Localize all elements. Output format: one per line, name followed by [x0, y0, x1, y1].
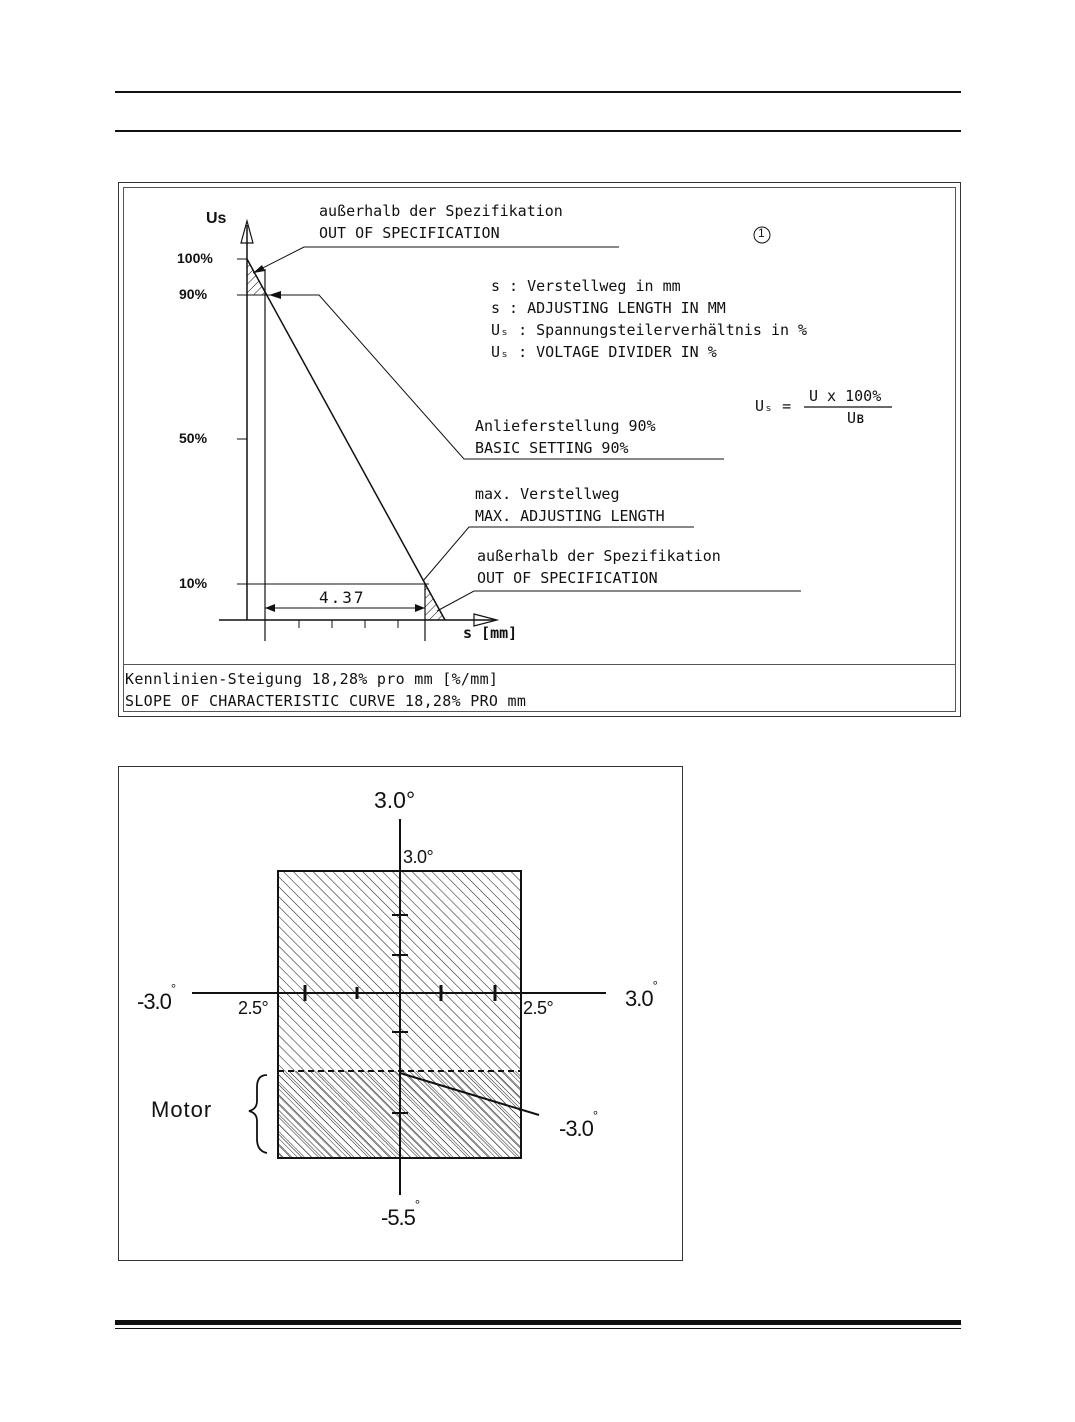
- motor-angle-line: [399, 1072, 540, 1116]
- label-bottom: -5.5°: [381, 1197, 420, 1231]
- motor-angle-label: -3.0°: [559, 1108, 598, 1142]
- formula-denominator: Uʙ: [847, 409, 866, 427]
- legend-line-2: s : ADJUSTING LENGTH IN MM: [491, 299, 726, 317]
- circled-number-ring: [753, 226, 771, 244]
- characteristic-curve-panel: Us 100% 90% 50% 10% s [mm] 1 außerhalb d…: [118, 182, 961, 717]
- note-bottom-en: OUT OF SPECIFICATION: [477, 569, 658, 587]
- label-right-outer: 3.0°: [625, 978, 658, 1012]
- label-right-outer-degree: °: [652, 978, 658, 993]
- label-bottom-value: -5.5: [381, 1205, 416, 1230]
- leader-basic-setting: [269, 294, 724, 460]
- header-rule-top: [115, 91, 961, 93]
- y-axis-label: Us: [206, 210, 227, 227]
- vertical-ticks: [392, 914, 408, 1114]
- legend-line-1: s : Verstellweg in mm: [491, 277, 681, 295]
- x-ticks: [298, 620, 399, 628]
- motor-label: Motor: [151, 1097, 213, 1122]
- caption-en: SLOPE OF CHARACTERISTIC CURVE 18,28% PRO…: [125, 692, 527, 710]
- angle-tolerance-panel: 3.0° 3.0° -3.0° 2.5° 2.5° 3.0° Motor -3.…: [118, 766, 683, 1261]
- dimension-value: 4.37: [319, 588, 366, 607]
- label-bottom-degree: °: [414, 1197, 420, 1212]
- formula-lhs: Uₛ =: [755, 397, 792, 415]
- footer-rule-thick: [115, 1320, 961, 1325]
- y-ticks: [237, 258, 429, 585]
- angle-tolerance-diagram: [192, 819, 606, 1195]
- y-tick-label-50: 50%: [179, 430, 208, 446]
- note-bottom-de: außerhalb der Spezifikation: [477, 547, 721, 565]
- label-top-inner: 3.0°: [403, 847, 434, 867]
- note-top-de: außerhalb der Spezifikation: [319, 202, 563, 220]
- characteristic-curve-diagram: [219, 218, 892, 641]
- motor-angle-degree: °: [592, 1108, 598, 1123]
- footer-rule-thin: [115, 1328, 961, 1329]
- legend-line-3: Uₛ : Spannungsteilerverhältnis in %: [491, 321, 808, 339]
- circled-number: 1: [758, 226, 765, 240]
- formula-numerator: U x 100%: [809, 387, 882, 405]
- leader-max-length: [422, 526, 694, 582]
- label-right-outer-value: 3.0: [625, 986, 654, 1011]
- header-rule-bottom: [115, 130, 961, 132]
- characteristic-line: [246, 258, 446, 621]
- basic-setting-de: Anlieferstellung 90%: [475, 417, 656, 435]
- x-axis-label: s [mm]: [463, 624, 518, 642]
- max-length-en: MAX. ADJUSTING LENGTH: [475, 507, 665, 525]
- inner-frame: [123, 187, 956, 712]
- x-axis-arrow: [473, 613, 500, 627]
- basic-setting-en: BASIC SETTING 90%: [475, 439, 629, 457]
- label-left-outer-degree: °: [170, 981, 176, 996]
- motor-brace: [248, 1074, 268, 1154]
- label-right-inner: 2.5°: [523, 998, 554, 1018]
- label-top-outer: 3.0°: [374, 787, 416, 813]
- label-left-inner: 2.5°: [238, 998, 269, 1018]
- y-axis-arrow: [240, 218, 254, 244]
- label-left-outer-value: -3.0: [137, 989, 172, 1014]
- max-length-de: max. Verstellweg: [475, 485, 620, 503]
- motor-angle-value: -3.0: [559, 1116, 594, 1141]
- note-top-en: OUT OF SPECIFICATION: [319, 224, 500, 242]
- caption-de: Kennlinien-Steigung 18,28% pro mm [%/mm]: [125, 670, 499, 688]
- y-tick-label-90: 90%: [179, 286, 208, 302]
- y-tick-label-10: 10%: [179, 575, 208, 591]
- leader-bottom: [436, 590, 801, 612]
- label-left-outer: -3.0°: [137, 981, 176, 1015]
- caption-divider: [123, 664, 955, 665]
- legend-line-4: Uₛ : VOLTAGE DIVIDER IN %: [491, 343, 717, 361]
- y-tick-label-100: 100%: [177, 250, 213, 266]
- leader-top: [252, 246, 619, 274]
- horizontal-ticks: [303, 985, 497, 1001]
